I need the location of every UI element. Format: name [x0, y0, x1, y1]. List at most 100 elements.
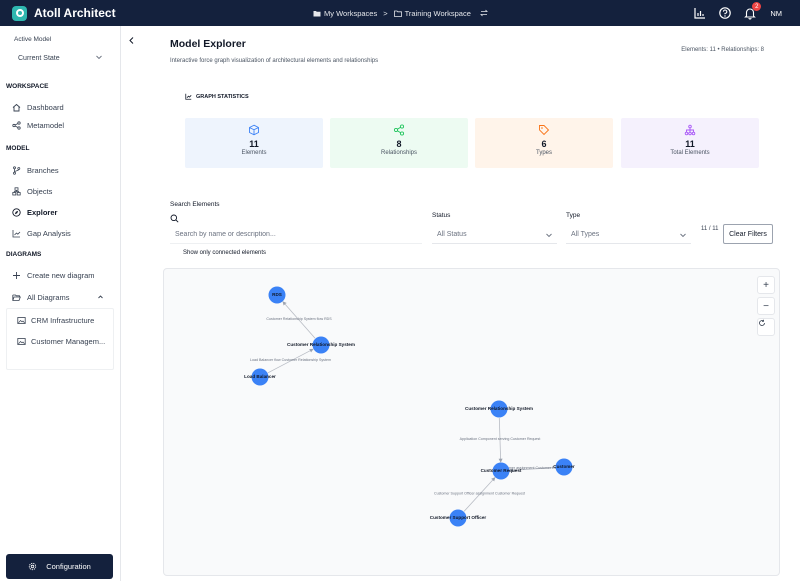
share-icon — [393, 124, 405, 136]
graph-statistics-heading: GRAPH STATISTICS — [185, 93, 249, 100]
breadcrumb-separator: > — [383, 8, 388, 18]
collapse-sidebar-icon[interactable] — [127, 36, 136, 45]
connected-only-toggle[interactable]: Show only connected elements — [183, 250, 267, 256]
chevron-up-icon — [98, 295, 103, 299]
trend-chart-icon — [185, 93, 192, 100]
notifications-button[interactable]: 2 — [743, 2, 762, 20]
sidebar-item-label: Create new diagram — [27, 270, 95, 280]
sidebar-item-label: Explorer — [27, 207, 58, 217]
status-value: All Status — [437, 230, 467, 238]
sidebar-item-create-diagram[interactable]: Create new diagram — [12, 268, 112, 282]
sidebar-item-label: Gap Analysis — [27, 228, 71, 238]
status-label: Status — [432, 212, 451, 219]
breadcrumb: My Workspaces > Training Workspace — [313, 0, 488, 26]
configuration-button[interactable]: Configuration — [6, 554, 113, 579]
breadcrumb-current[interactable]: Training Workspace — [404, 8, 471, 18]
section-model: MODEL — [6, 145, 30, 152]
sidebar-item-branches[interactable]: Branches — [12, 163, 112, 177]
sidebar-item-objects[interactable]: Objects — [12, 184, 112, 198]
graph-edge-label: Customer assignment Customer Request — [500, 466, 566, 470]
graph-edge-label: Load Balancer flow Customer Relationship… — [250, 358, 331, 362]
diagram-item-customer-management[interactable]: Customer Managem... — [17, 334, 109, 348]
reset-view-button[interactable] — [757, 318, 775, 336]
user-avatar[interactable]: NM — [770, 8, 782, 18]
type-select[interactable]: All Types — [566, 225, 691, 244]
sidebar: Active Model Current State WORKSPACE Das… — [0, 26, 121, 581]
chart-icon[interactable] — [693, 6, 707, 20]
stat-card-relationships: 8 Relationships — [330, 118, 468, 168]
force-graph[interactable]: Customer Relationship System flow RDS Loa… — [164, 269, 781, 577]
graph-node[interactable] — [492, 462, 510, 480]
compass-icon — [12, 207, 21, 217]
graph-node[interactable] — [490, 400, 508, 418]
notification-badge: 2 — [752, 2, 762, 11]
graph-node-label: Customer Relationship System — [465, 406, 533, 411]
folder-open-icon — [12, 294, 21, 301]
graph-edge-label: Customer Support Officer assignment Cust… — [434, 492, 525, 496]
sidebar-item-label: Dashboard — [27, 102, 64, 112]
graph-edge[interactable] — [282, 301, 316, 339]
image-icon — [17, 337, 26, 345]
sidebar-item-all-diagrams[interactable]: All Diagrams — [12, 290, 112, 304]
stat-card-total-elements: 11 Total Elements — [621, 118, 759, 168]
graph-node[interactable] — [312, 336, 330, 354]
refresh-icon — [759, 319, 765, 326]
graph-edge[interactable] — [267, 348, 314, 374]
zoom-in-button[interactable]: + — [757, 276, 775, 294]
cube-icon — [249, 124, 259, 136]
sidebar-item-metamodel[interactable]: Metamodel — [12, 118, 112, 132]
plus-icon — [13, 271, 20, 279]
status-select[interactable]: All Status — [432, 225, 557, 244]
stat-value: 8 — [396, 139, 402, 149]
section-workspace: WORKSPACE — [6, 83, 49, 90]
help-icon[interactable] — [718, 6, 732, 20]
image-icon — [17, 316, 26, 324]
trend-chart-icon — [12, 229, 21, 237]
chevron-down-icon — [546, 233, 552, 238]
top-bar: Atoll Architect My Workspaces > Training… — [0, 0, 800, 26]
branch-icon — [13, 165, 21, 175]
sidebar-item-explorer[interactable]: Explorer — [12, 205, 112, 219]
graph-node[interactable] — [449, 509, 467, 527]
graph-edge[interactable] — [509, 467, 556, 473]
graph-node-label: RDS — [272, 292, 282, 297]
diagram-item-crm-infrastructure[interactable]: CRM Infrastructure — [17, 313, 109, 327]
switch-icon[interactable] — [479, 9, 488, 17]
stat-label: Relationships — [380, 150, 418, 156]
sidebar-item-gap-analysis[interactable]: Gap Analysis — [12, 226, 112, 240]
hierarchy-icon — [684, 124, 696, 136]
type-label: Type — [566, 212, 581, 219]
brand[interactable]: Atoll Architect — [12, 5, 116, 21]
breadcrumb-workspaces[interactable]: My Workspaces — [324, 8, 378, 18]
zoom-out-button[interactable]: − — [757, 297, 775, 315]
bell-icon — [744, 8, 757, 20]
page-subtitle: Interactive force graph visualization of… — [170, 58, 379, 64]
graph-edge-label: Customer Relationship System flow RDS — [266, 317, 332, 321]
stat-card-types: 6 Types — [475, 118, 613, 168]
graph-edge[interactable] — [463, 477, 496, 512]
diagram-item-label: CRM Infrastructure — [31, 315, 95, 325]
gear-icon — [29, 562, 37, 571]
stat-value: 11 — [685, 139, 695, 149]
stat-label: Total Elements — [670, 150, 710, 156]
objects-icon — [12, 186, 21, 195]
graph-edge[interactable] — [498, 417, 503, 463]
sidebar-item-dashboard[interactable]: Dashboard — [12, 100, 112, 114]
active-model-label: Active Model — [14, 36, 52, 43]
sidebar-item-label: Metamodel — [27, 120, 65, 130]
stat-value: 6 — [541, 139, 547, 149]
active-model-select[interactable]: Current State — [14, 50, 107, 66]
graph-node[interactable] — [268, 286, 286, 304]
stat-label: Elements — [241, 150, 267, 156]
clear-filters-button[interactable]: Clear Filters — [723, 224, 773, 244]
graph-node-label: Customer Request — [481, 468, 522, 473]
filter-count: 11 / 11 — [701, 226, 719, 232]
search-input[interactable] — [170, 225, 422, 244]
force-graph-canvas[interactable]: Customer Relationship System flow RDS Loa… — [163, 268, 780, 576]
graph-node-label: Customer Support Officer — [430, 515, 487, 520]
tag-icon — [539, 125, 550, 136]
graph-node-label: Customer — [553, 464, 575, 469]
graph-node[interactable] — [555, 458, 573, 476]
configuration-label: Configuration — [46, 562, 91, 571]
graph-node[interactable] — [251, 368, 269, 386]
